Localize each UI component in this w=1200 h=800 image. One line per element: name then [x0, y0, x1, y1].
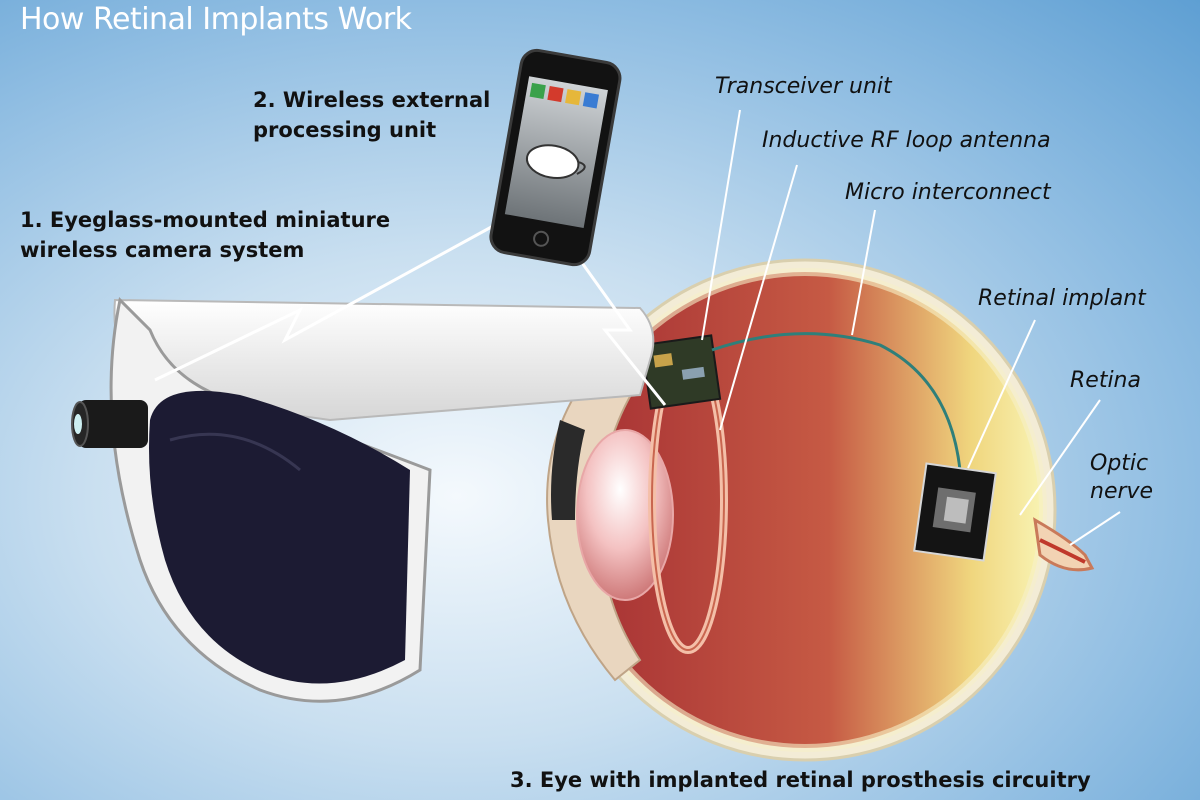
optic-nerve-label: Optic nerve [1090, 450, 1153, 506]
step-3-text: 3. Eye with implanted retinal prosthesis… [510, 768, 1091, 792]
rf-loop-antenna-label: Inductive RF loop antenna [762, 128, 1051, 153]
micro-interconnect-wire [711, 332, 962, 471]
glasses-lens [149, 390, 410, 684]
transceiver-chip [640, 334, 722, 410]
step-3-label: 3. Eye with implanted retinal prosthesis… [510, 765, 1091, 795]
step-1-line-2: wireless camera system [20, 238, 305, 262]
step-1-line-1: 1. Eyeglass-mounted miniature [20, 208, 391, 232]
optic-nerve-label-line-1: Optic [1090, 451, 1149, 476]
step-2-line-2: processing unit [253, 118, 437, 142]
step-1-label: 1. Eyeglass-mounted miniature wireless c… [20, 205, 390, 265]
page-title: How Retinal Implants Work [20, 2, 412, 37]
step-2-line-1: 2. Wireless external [253, 88, 491, 112]
transceiver-unit-label: Transceiver unit [715, 74, 892, 99]
retinal-implant-label: Retinal implant [978, 286, 1146, 311]
step-2-label: 2. Wireless external processing unit [253, 85, 490, 145]
micro-interconnect-label: Micro interconnect [845, 180, 1051, 205]
wireless-signal [154, 223, 667, 406]
retinal-implant-chip [913, 462, 997, 562]
camera [71, 400, 148, 448]
retina-label: Retina [1070, 368, 1141, 393]
leader-lines [701, 109, 1121, 546]
optic-nerve-label-line-2: nerve [1090, 479, 1154, 504]
smartphone [489, 48, 622, 267]
